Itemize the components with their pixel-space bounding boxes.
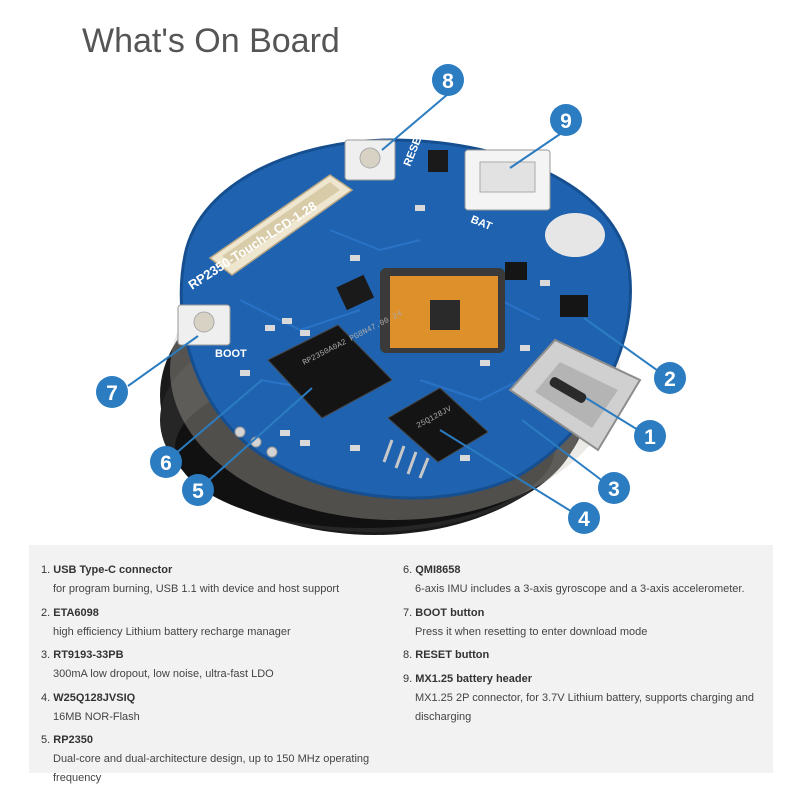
battery-header[interactable] bbox=[428, 149, 551, 211]
callout-3: 3 bbox=[598, 472, 630, 504]
spec-item: 9. MX1.25 battery header MX1.25 2P conne… bbox=[403, 670, 763, 726]
spec-name: RT9193-33PB bbox=[53, 649, 124, 661]
svg-text:8: 8 bbox=[442, 70, 454, 93]
boot-button[interactable] bbox=[177, 304, 231, 346]
spec-name: QMI8658 bbox=[415, 564, 461, 576]
spec-name: ETA6098 bbox=[53, 606, 99, 619]
specs-left-column: 1. USB Type-C connector for program burn… bbox=[41, 561, 401, 792]
spec-desc: 16MB NOR-Flash bbox=[53, 710, 140, 723]
spec-desc: MX1.25 2P connector, for 3.7V Lithium ba… bbox=[415, 692, 754, 723]
callout-1: 1 bbox=[634, 420, 666, 452]
svg-text:5: 5 bbox=[192, 480, 204, 503]
spec-item: 5. RP2350 Dual-core and dual-architectur… bbox=[41, 731, 401, 787]
spec-desc: 300mA low dropout, low noise, ultra-fast… bbox=[53, 668, 274, 680]
spec-item: 2. ETA6098 high efficiency Lithium batte… bbox=[41, 604, 401, 642]
svg-text:4: 4 bbox=[578, 508, 590, 531]
specs-panel: 1. USB Type-C connector for program burn… bbox=[29, 545, 773, 784]
callout-9: 9 bbox=[550, 104, 582, 136]
spec-desc: Press it when resetting to enter downloa… bbox=[415, 625, 648, 638]
svg-text:3: 3 bbox=[608, 478, 620, 501]
specs-right-column: 6. QMI8658 6-axis IMU includes a 3-axis … bbox=[403, 561, 763, 731]
spec-desc: high efficiency Lithium battery recharge… bbox=[53, 625, 291, 638]
spec-item: 6. QMI8658 6-axis IMU includes a 3-axis … bbox=[403, 561, 763, 599]
callout-markers: 8 9 7 6 5 2 1 3 4 bbox=[96, 64, 686, 534]
board-illustration: RP2350-Touch-LCD-1.28 RESET BOOT BAT bbox=[96, 64, 686, 535]
imu-chip bbox=[336, 274, 375, 311]
spec-item: 8. RESET button bbox=[403, 649, 490, 661]
spec-name: RESET button bbox=[415, 649, 490, 661]
callout-2: 2 bbox=[654, 362, 686, 394]
page-title: What's On Board bbox=[82, 22, 340, 60]
callout-4: 4 bbox=[568, 502, 600, 534]
svg-text:9: 9 bbox=[560, 110, 572, 133]
charger-chip bbox=[560, 295, 588, 317]
spec-name: MX1.25 battery header bbox=[415, 673, 533, 685]
passives bbox=[240, 205, 550, 461]
spec-item: 7. BOOT button Press it when resetting t… bbox=[403, 604, 763, 642]
fpc-connector bbox=[208, 174, 354, 276]
ldo-chip bbox=[505, 262, 527, 280]
svg-text:2: 2 bbox=[664, 368, 676, 391]
callout-7: 7 bbox=[96, 376, 128, 408]
callout-lines bbox=[127, 93, 669, 519]
spec-name: W25Q128JVSIQ bbox=[53, 691, 136, 704]
svg-text:6: 6 bbox=[160, 452, 172, 475]
spec-name: RP2350 bbox=[53, 734, 94, 746]
callout-6: 6 bbox=[150, 446, 182, 478]
board-figure: RP2350-Touch-LCD-1.28 RESET BOOT BAT bbox=[96, 64, 686, 535]
spec-desc: 6-axis IMU includes a 3-axis gyroscope a… bbox=[415, 583, 745, 595]
spec-name: USB Type-C connector bbox=[53, 564, 173, 576]
spec-name: BOOT button bbox=[415, 606, 485, 619]
spec-desc: for program burning, USB 1.1 with device… bbox=[53, 583, 340, 595]
battery-pad bbox=[545, 213, 605, 257]
spec-item: 3. RT9193-33PB 300mA low dropout, low no… bbox=[41, 646, 401, 684]
svg-text:1: 1 bbox=[644, 426, 656, 449]
spec-item: 4. W25Q128JVSIQ 16MB NOR-Flash bbox=[41, 689, 401, 727]
flex-window bbox=[380, 268, 505, 353]
spec-desc: Dual-core and dual-architecture design, … bbox=[53, 753, 370, 784]
svg-text:7: 7 bbox=[106, 382, 118, 405]
callout-8: 8 bbox=[432, 64, 464, 96]
spec-item: 1. USB Type-C connector for program burn… bbox=[41, 561, 401, 599]
usb-c-connector[interactable] bbox=[508, 338, 642, 452]
boot-silkscreen: BOOT bbox=[215, 348, 247, 360]
callout-5: 5 bbox=[182, 474, 214, 506]
